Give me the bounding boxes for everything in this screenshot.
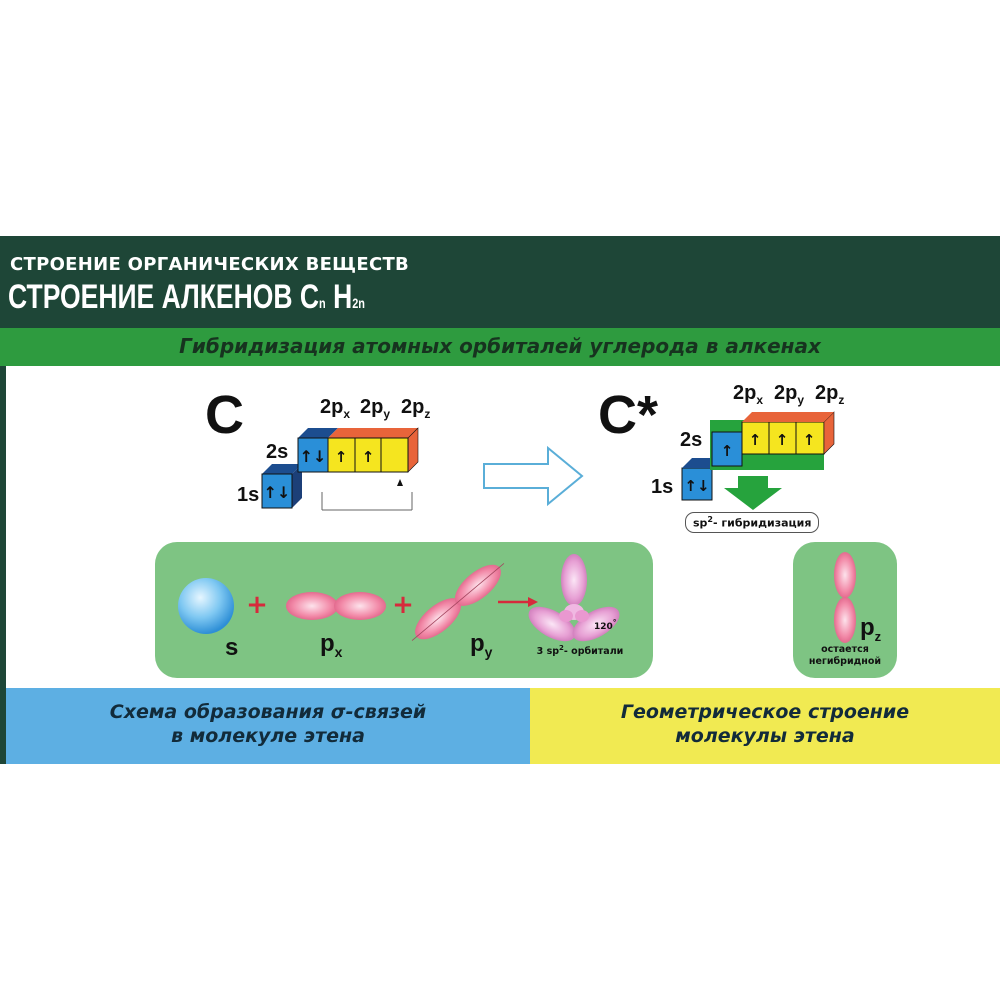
transition-arrow xyxy=(483,445,584,507)
right-orbital-boxes: ↑↓ ↑ ↑ ↑ ↑ ↑ xyxy=(681,411,835,510)
label-pz: pz xyxy=(860,614,882,644)
svg-text:↑: ↑ xyxy=(749,431,762,449)
diagram-graphics: ↑↓ ↑↓ ↑ ↑ ↑↓ xyxy=(178,411,856,643)
label-2pz: 2pz xyxy=(401,396,431,421)
box-2p-excited xyxy=(741,421,825,455)
py-orbital xyxy=(411,563,505,641)
orbital-shapes: + + xyxy=(178,552,856,643)
box-1s-side xyxy=(292,464,302,508)
label-2pz-excited: 2pz xyxy=(815,382,845,407)
geometry-title: Геометрическое строение молекулы этена xyxy=(620,701,910,747)
title-text: СТРОЕНИЕ АЛКЕНОВ C xyxy=(8,278,320,316)
atom-c-symbol: C xyxy=(205,385,244,445)
plus-sign-2: + xyxy=(392,590,414,620)
box-1s-excited xyxy=(681,467,713,501)
label-2s: 2s xyxy=(266,441,289,463)
sp2-orbitals xyxy=(528,554,620,642)
poster: СТРОЕНИЕ ОРГАНИЧЕСКИХ ВЕЩЕСТВ СТРОЕНИЕ А… xyxy=(0,236,1000,764)
header: СТРОЕНИЕ ОРГАНИЧЕСКИХ ВЕЩЕСТВ СТРОЕНИЕ А… xyxy=(0,236,1000,328)
angle-label: 120° xyxy=(594,618,617,632)
pz-lobe-bottom xyxy=(834,597,856,643)
formula-n: n xyxy=(319,295,326,311)
sigma-bonds-section: Схема образования σ-связей в молекуле эт… xyxy=(6,688,530,764)
label-2py: 2py xyxy=(360,396,391,421)
box-2s xyxy=(297,437,329,473)
left-edge-stripe xyxy=(0,366,6,764)
sp2-hybridization-tag: sp2- гибридизация xyxy=(685,512,820,533)
hybrid-down-arrow xyxy=(724,476,782,510)
svg-text:↑: ↑ xyxy=(776,431,789,449)
geometry-section: Геометрическое строение молекулы этена xyxy=(530,688,1000,764)
box-2p-group xyxy=(327,437,409,473)
s-orbital-sphere xyxy=(178,578,234,634)
poster-title: СТРОЕНИЕ АЛКЕНОВ Cn H2n xyxy=(8,278,365,317)
label-1s: 1s xyxy=(237,484,260,506)
section-title: Гибридизация атомных орбиталей углерода … xyxy=(179,334,821,358)
label-s: s xyxy=(225,634,239,661)
svg-text:↑: ↑ xyxy=(721,442,734,460)
spin-arrow-2py: ↑ xyxy=(362,448,375,466)
box-1s xyxy=(261,473,293,509)
spin-arrow-2px: ↑ xyxy=(335,448,348,466)
marker-triangle xyxy=(397,479,403,486)
spin-arrows-1s: ↑↓ xyxy=(264,483,291,502)
sp2-orbitals-note: 3 sp2- орбитали xyxy=(536,644,624,658)
px-lobe-right xyxy=(334,592,386,620)
box-2p-top xyxy=(328,428,418,438)
label-2py-excited: 2py xyxy=(774,382,805,407)
plus-sign-1: + xyxy=(246,590,268,620)
px-lobe-left xyxy=(286,592,338,620)
label-py: py xyxy=(470,630,493,660)
section-bar: Гибридизация атомных орбиталей углерода … xyxy=(0,328,1000,366)
label-1s-excited: 1s xyxy=(651,476,674,498)
label-2s-excited: 2s xyxy=(680,429,703,451)
label-2px: 2px xyxy=(320,396,351,421)
label-2px-excited: 2px xyxy=(733,382,764,407)
box-1s-top xyxy=(262,464,302,474)
svg-text:↑: ↑ xyxy=(803,431,816,449)
atom-c-excited-symbol: C* xyxy=(598,385,659,445)
box-2s-top xyxy=(298,428,338,438)
spin-arrows-2s: ↑↓ xyxy=(300,447,327,466)
formula-h: H xyxy=(325,278,353,316)
svg-text:↑↓: ↑↓ xyxy=(684,477,709,495)
pz-lobe-top xyxy=(834,552,856,598)
sigma-bonds-title: Схема образования σ-связей в молекуле эт… xyxy=(109,701,427,747)
poster-supertitle: СТРОЕНИЕ ОРГАНИЧЕСКИХ ВЕЩЕСТВ xyxy=(10,254,410,275)
formula-2n: 2n xyxy=(352,295,365,311)
left-orbital-boxes: ↑↓ ↑↓ ↑ ↑ xyxy=(261,427,419,511)
label-px: px xyxy=(320,630,343,660)
